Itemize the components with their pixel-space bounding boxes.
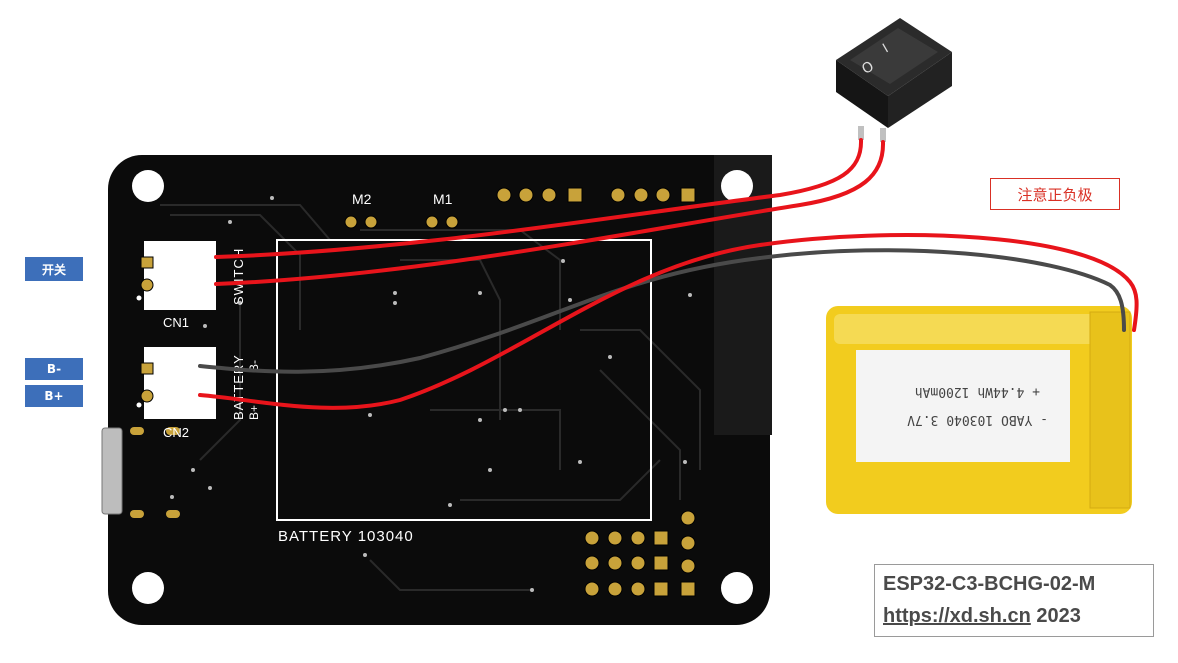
m1-label: M1 (433, 191, 453, 207)
header-pins-bottom (584, 510, 696, 597)
smd-pads (130, 427, 180, 518)
cn2-pin1-dot (136, 402, 142, 408)
cn1-label: CN1 (163, 315, 189, 330)
switch-silk: SWITCH (231, 248, 246, 305)
lipo-battery (826, 306, 1132, 514)
motor-pads (344, 215, 459, 229)
cn1-connector (144, 241, 216, 310)
cn2-connector (144, 347, 216, 419)
cn1-pin1-dot (136, 295, 142, 301)
mount-hole (132, 572, 164, 604)
b-plus-tag: B+ (25, 385, 83, 407)
polarity-note: 注意正负极 (990, 178, 1120, 210)
wire-battery-black (198, 248, 1126, 374)
wire-switch-1 (214, 138, 864, 259)
battery-outline (276, 239, 652, 521)
pcb-board (108, 155, 770, 625)
switch-on-mark: I (880, 41, 891, 56)
year: 2023 (1036, 605, 1081, 627)
mount-hole (721, 170, 753, 202)
mount-hole (132, 170, 164, 202)
mount-hole (721, 572, 753, 604)
wire-battery-red (198, 233, 1139, 410)
switch-tag: 开关 (25, 257, 83, 281)
b-minus-tag: B- (25, 358, 83, 380)
info-footer: https://xd.sh.cn 2023 (883, 600, 1145, 632)
cn1-pins (140, 256, 154, 292)
battery-silk: BATTERY (231, 354, 246, 420)
wires (198, 138, 1139, 410)
vias (170, 196, 692, 592)
pcb-traces (160, 204, 701, 591)
battery-outline-label: BATTERY 103040 (278, 528, 414, 545)
usb-connector (101, 427, 123, 515)
bplus-silk: B+ (247, 405, 261, 420)
model-name: ESP32-C3-BCHG-02-M (883, 573, 1096, 595)
info-box: ESP32-C3-BCHG-02-M https://xd.sh.cn 2023 (874, 564, 1154, 637)
battery-label-line1: + 4.44Wh 1200mAh (915, 384, 1040, 399)
battery-label-line2: - YABO 103040 3.7V (907, 412, 1048, 427)
cn2-pins (140, 362, 154, 403)
header-pins-top (496, 187, 696, 203)
rocker-switch (836, 18, 952, 142)
cn2-label: CN2 (163, 425, 189, 440)
wire-switch-2 (214, 140, 886, 286)
m2-label: M2 (352, 191, 372, 207)
website-link[interactable]: https://xd.sh.cn (883, 605, 1031, 627)
